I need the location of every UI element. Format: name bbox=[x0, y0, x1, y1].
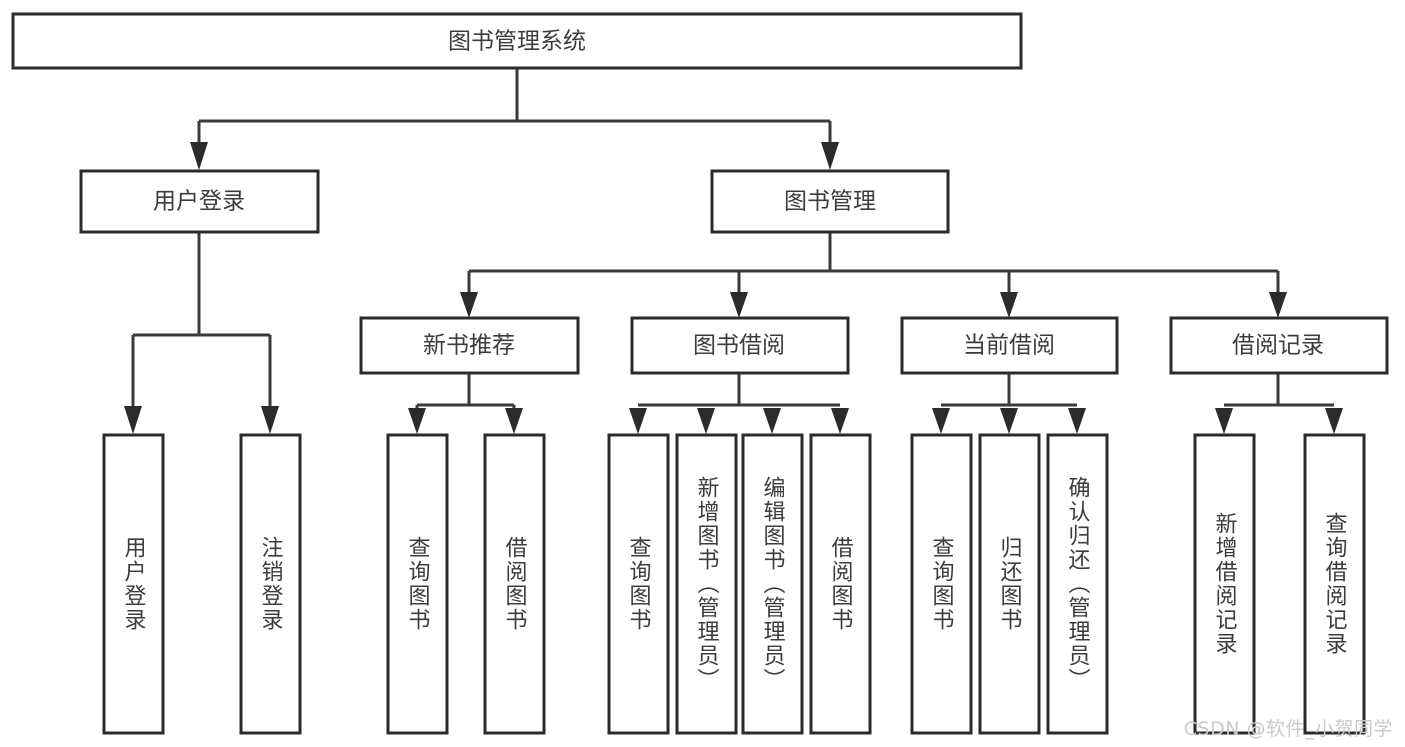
arrow-head-leaf-logout bbox=[261, 406, 279, 434]
leaf-bb-query-book-box[interactable] bbox=[607, 433, 670, 735]
node-borrow-record[interactable]: 借阅记录 bbox=[1169, 316, 1389, 375]
leaf-cb-query-book[interactable]: 查询图书 bbox=[910, 433, 973, 735]
leaf-logout-label: 注销登录 bbox=[258, 536, 284, 632]
arrow-head-leaf-add-record bbox=[1215, 408, 1233, 434]
leaf-br-add-record[interactable]: 新增借阅记录 bbox=[1193, 433, 1256, 735]
node-root-label: 图书管理系统 bbox=[448, 29, 586, 55]
watermark: CSDN @软件_小贺同学 bbox=[1183, 718, 1393, 740]
node-book-management[interactable]: 图书管理 bbox=[710, 169, 950, 234]
node-borrow-record-label: 借阅记录 bbox=[1232, 333, 1324, 359]
leaf-bb-edit-book[interactable]: 编辑图书（管理员） bbox=[741, 433, 804, 735]
node-user-login-label: 用户登录 bbox=[153, 189, 245, 215]
leaf-user-login[interactable]: 用户登录 bbox=[102, 433, 165, 735]
leaf-user-login-label: 用户登录 bbox=[121, 536, 147, 632]
node-user-login-box[interactable] bbox=[79, 169, 320, 234]
leaf-cb-confirm-return[interactable]: 确认归还（管理员） bbox=[1046, 433, 1109, 735]
leaf-cb-return-book-label: 归还图书 bbox=[997, 536, 1023, 632]
leaf-bb-borrow-book-box[interactable] bbox=[809, 433, 872, 735]
arrow-head-leaf-return-book bbox=[1000, 408, 1018, 434]
node-new-book-recommend-label: 新书推荐 bbox=[423, 333, 515, 359]
leaf-nbr-borrow-book[interactable]: 借阅图书 bbox=[483, 433, 546, 735]
node-book-management-label: 图书管理 bbox=[784, 189, 876, 215]
node-borrow-record-box[interactable] bbox=[1169, 316, 1389, 375]
leaf-bb-borrow-book[interactable]: 借阅图书 bbox=[809, 433, 872, 735]
node-book-management-box[interactable] bbox=[710, 169, 950, 234]
arrow-head-user-login bbox=[190, 142, 208, 170]
connectors-layer bbox=[124, 68, 1343, 434]
node-book-borrow[interactable]: 图书借阅 bbox=[630, 316, 850, 375]
leaf-nbr-borrow-book-label: 借阅图书 bbox=[502, 536, 528, 632]
node-current-borrow-box[interactable] bbox=[900, 316, 1119, 375]
leaf-br-add-record-label: 新增借阅记录 bbox=[1212, 512, 1238, 656]
arrow-head-leaf-user-login bbox=[124, 406, 142, 434]
node-current-borrow[interactable]: 当前借阅 bbox=[900, 316, 1119, 375]
arrow-head-current-borrow bbox=[1000, 292, 1018, 318]
leaf-nbr-query-book-box[interactable] bbox=[386, 433, 449, 735]
leaf-cb-return-book-box[interactable] bbox=[978, 433, 1041, 735]
arrow-head-leaf-query-record bbox=[1325, 408, 1343, 434]
leaf-bb-add-book-box[interactable] bbox=[675, 433, 738, 735]
arrow-head-leaf-confirm-return bbox=[1068, 408, 1086, 434]
leaf-bb-add-book-label: 新增图书（管理员） bbox=[694, 476, 720, 692]
leaf-bb-edit-book-label: 编辑图书（管理员） bbox=[760, 476, 786, 692]
node-user-login[interactable]: 用户登录 bbox=[79, 169, 320, 234]
node-root[interactable]: 图书管理系统 bbox=[11, 12, 1023, 70]
arrow-head-leaf-query-book-2 bbox=[629, 408, 647, 434]
leaf-nbr-borrow-book-box[interactable] bbox=[483, 433, 546, 735]
leaf-cb-query-book-label: 查询图书 bbox=[929, 536, 955, 632]
leaf-nbr-query-book[interactable]: 查询图书 bbox=[386, 433, 449, 735]
leaf-bb-query-book-label: 查询图书 bbox=[626, 536, 652, 632]
leaf-cb-confirm-return-box[interactable] bbox=[1046, 433, 1109, 735]
arrow-head-leaf-query-book-3 bbox=[932, 408, 950, 434]
leaf-logout[interactable]: 注销登录 bbox=[239, 433, 302, 735]
leaf-nbr-query-book-label: 查询图书 bbox=[405, 536, 431, 632]
leaf-bb-query-book[interactable]: 查询图书 bbox=[607, 433, 670, 735]
leaf-user-login-box[interactable] bbox=[102, 433, 165, 735]
arrow-head-leaf-add-book bbox=[697, 408, 715, 434]
arrow-head-borrow-record bbox=[1269, 292, 1287, 318]
leaf-br-add-record-box[interactable] bbox=[1193, 433, 1256, 735]
leaf-bb-edit-book-box[interactable] bbox=[741, 433, 804, 735]
arrow-head-leaf-borrow-book-1 bbox=[505, 408, 523, 434]
arrow-head-leaf-query-book-1 bbox=[408, 408, 426, 434]
node-root-box[interactable] bbox=[11, 12, 1023, 70]
leaf-cb-return-book[interactable]: 归还图书 bbox=[978, 433, 1041, 735]
node-current-borrow-label: 当前借阅 bbox=[963, 333, 1055, 359]
node-book-borrow-box[interactable] bbox=[630, 316, 850, 375]
arrow-head-new-book-recommend bbox=[460, 292, 478, 318]
leaf-br-query-record-label: 查询借阅记录 bbox=[1322, 512, 1348, 656]
arrow-head-leaf-borrow-book-2 bbox=[831, 408, 849, 434]
arrow-head-book-borrow bbox=[730, 292, 748, 318]
arrow-head-leaf-edit-book bbox=[763, 408, 781, 434]
node-book-borrow-label: 图书借阅 bbox=[693, 333, 785, 359]
arrow-head-book-mgmt bbox=[821, 142, 839, 170]
leaf-cb-query-book-box[interactable] bbox=[910, 433, 973, 735]
leaf-bb-add-book[interactable]: 新增图书（管理员） bbox=[675, 433, 738, 735]
node-new-book-recommend[interactable]: 新书推荐 bbox=[359, 316, 580, 375]
leaf-br-query-record-box[interactable] bbox=[1303, 433, 1366, 735]
leaf-br-query-record[interactable]: 查询借阅记录 bbox=[1303, 433, 1366, 735]
leaf-logout-box[interactable] bbox=[239, 433, 302, 735]
node-new-book-recommend-box[interactable] bbox=[359, 316, 580, 375]
leaf-cb-confirm-return-label: 确认归还（管理员） bbox=[1065, 476, 1091, 692]
leaf-bb-borrow-book-label: 借阅图书 bbox=[828, 536, 854, 632]
